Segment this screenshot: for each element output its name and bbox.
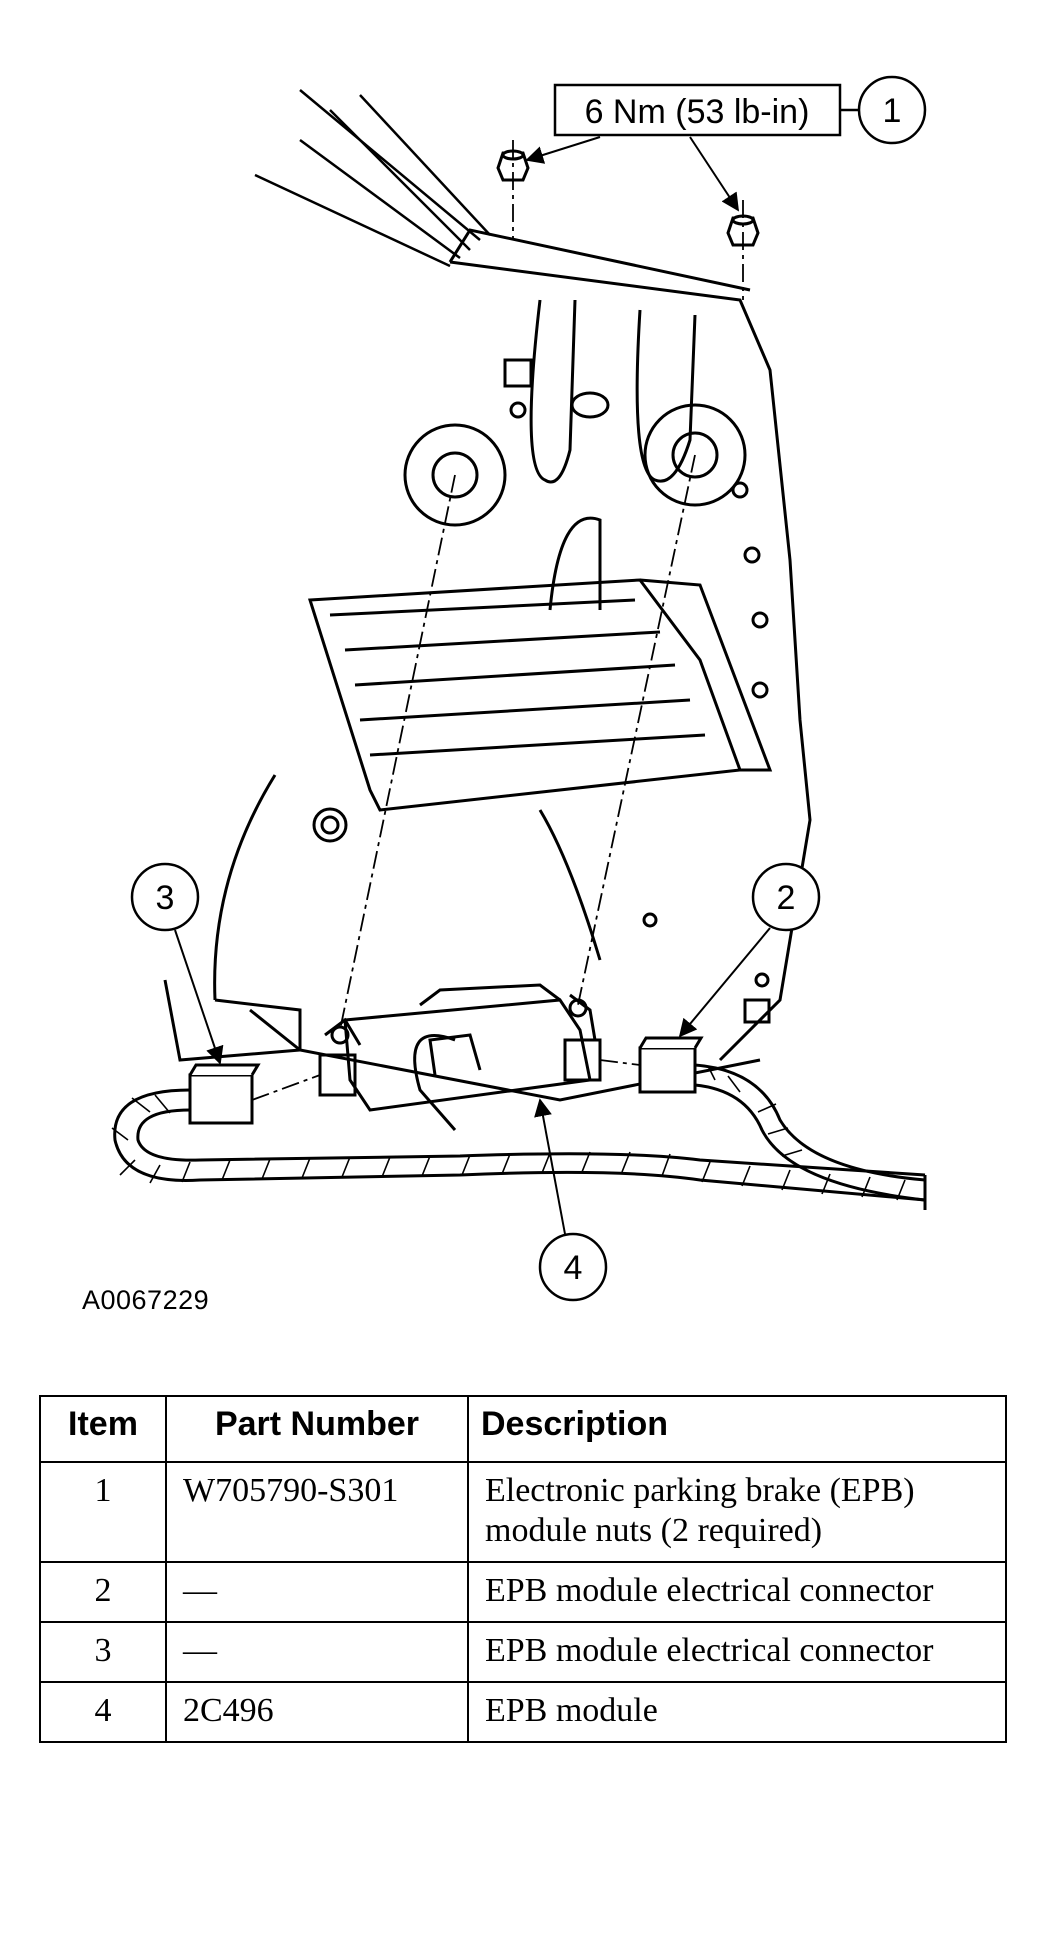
row-description: EPB module [467,1681,1007,1743]
row-item: 1 [39,1461,167,1563]
electrical-connectors [188,1036,704,1125]
row-part-number: — [165,1561,469,1623]
header-part-number: Part Number [165,1395,469,1463]
module-nuts [496,149,760,247]
header-description: Description [467,1395,1007,1463]
row-item: 3 [39,1621,167,1683]
alignment-lines [251,140,744,1101]
torque-spec-label: 6 Nm (53 lb-in) [585,93,810,131]
row-item: 2 [39,1561,167,1623]
row-part-number: — [165,1621,469,1683]
figure-id: A0067229 [82,1285,210,1315]
callout-2: 2 [678,862,821,1038]
table-row: 4 2C496 EPB module [39,1681,1007,1743]
torque-callout: 6 Nm (53 lb-in) [525,83,860,212]
callout-2-label: 2 [777,879,796,917]
table-row: 1 W705790-S301 Electronic parking brake … [39,1461,1007,1563]
harness-wrap-pattern [111,1065,906,1201]
parts-table: Item Part Number Description 1 W705790-S… [39,1395,1007,1743]
callout-3-label: 3 [156,879,175,917]
row-part-number: 2C496 [165,1681,469,1743]
pedal-bracket [249,228,812,1102]
table-header-row: Item Part Number Description [39,1395,1007,1463]
mounting-grommets [312,403,747,843]
callout-1-label: 1 [883,92,902,130]
callout-1: 1 [857,75,927,145]
row-item: 4 [39,1681,167,1743]
header-item: Item [39,1395,167,1463]
row-part-number: W705790-S301 [165,1461,469,1563]
slotted-bracket [307,578,773,812]
row-description: Electronic parking brake (EPB) module nu… [467,1461,1007,1563]
exploded-view-diagram: 6 Nm (53 lb-in) 1 2 3 4 [111,75,927,1302]
callout-3: 3 [130,862,224,1065]
table-row: 3 — EPB module electrical connector [39,1621,1007,1683]
upper-wiring-bundle [254,89,491,268]
wire-harness [113,1063,927,1210]
row-description: EPB module electrical connector [467,1621,1007,1683]
callout-4: 4 [534,1098,608,1302]
table-row: 2 — EPB module electrical connector [39,1561,1007,1623]
row-description: EPB module electrical connector [467,1561,1007,1623]
epb-module [318,983,602,1131]
callout-4-label: 4 [564,1249,583,1287]
